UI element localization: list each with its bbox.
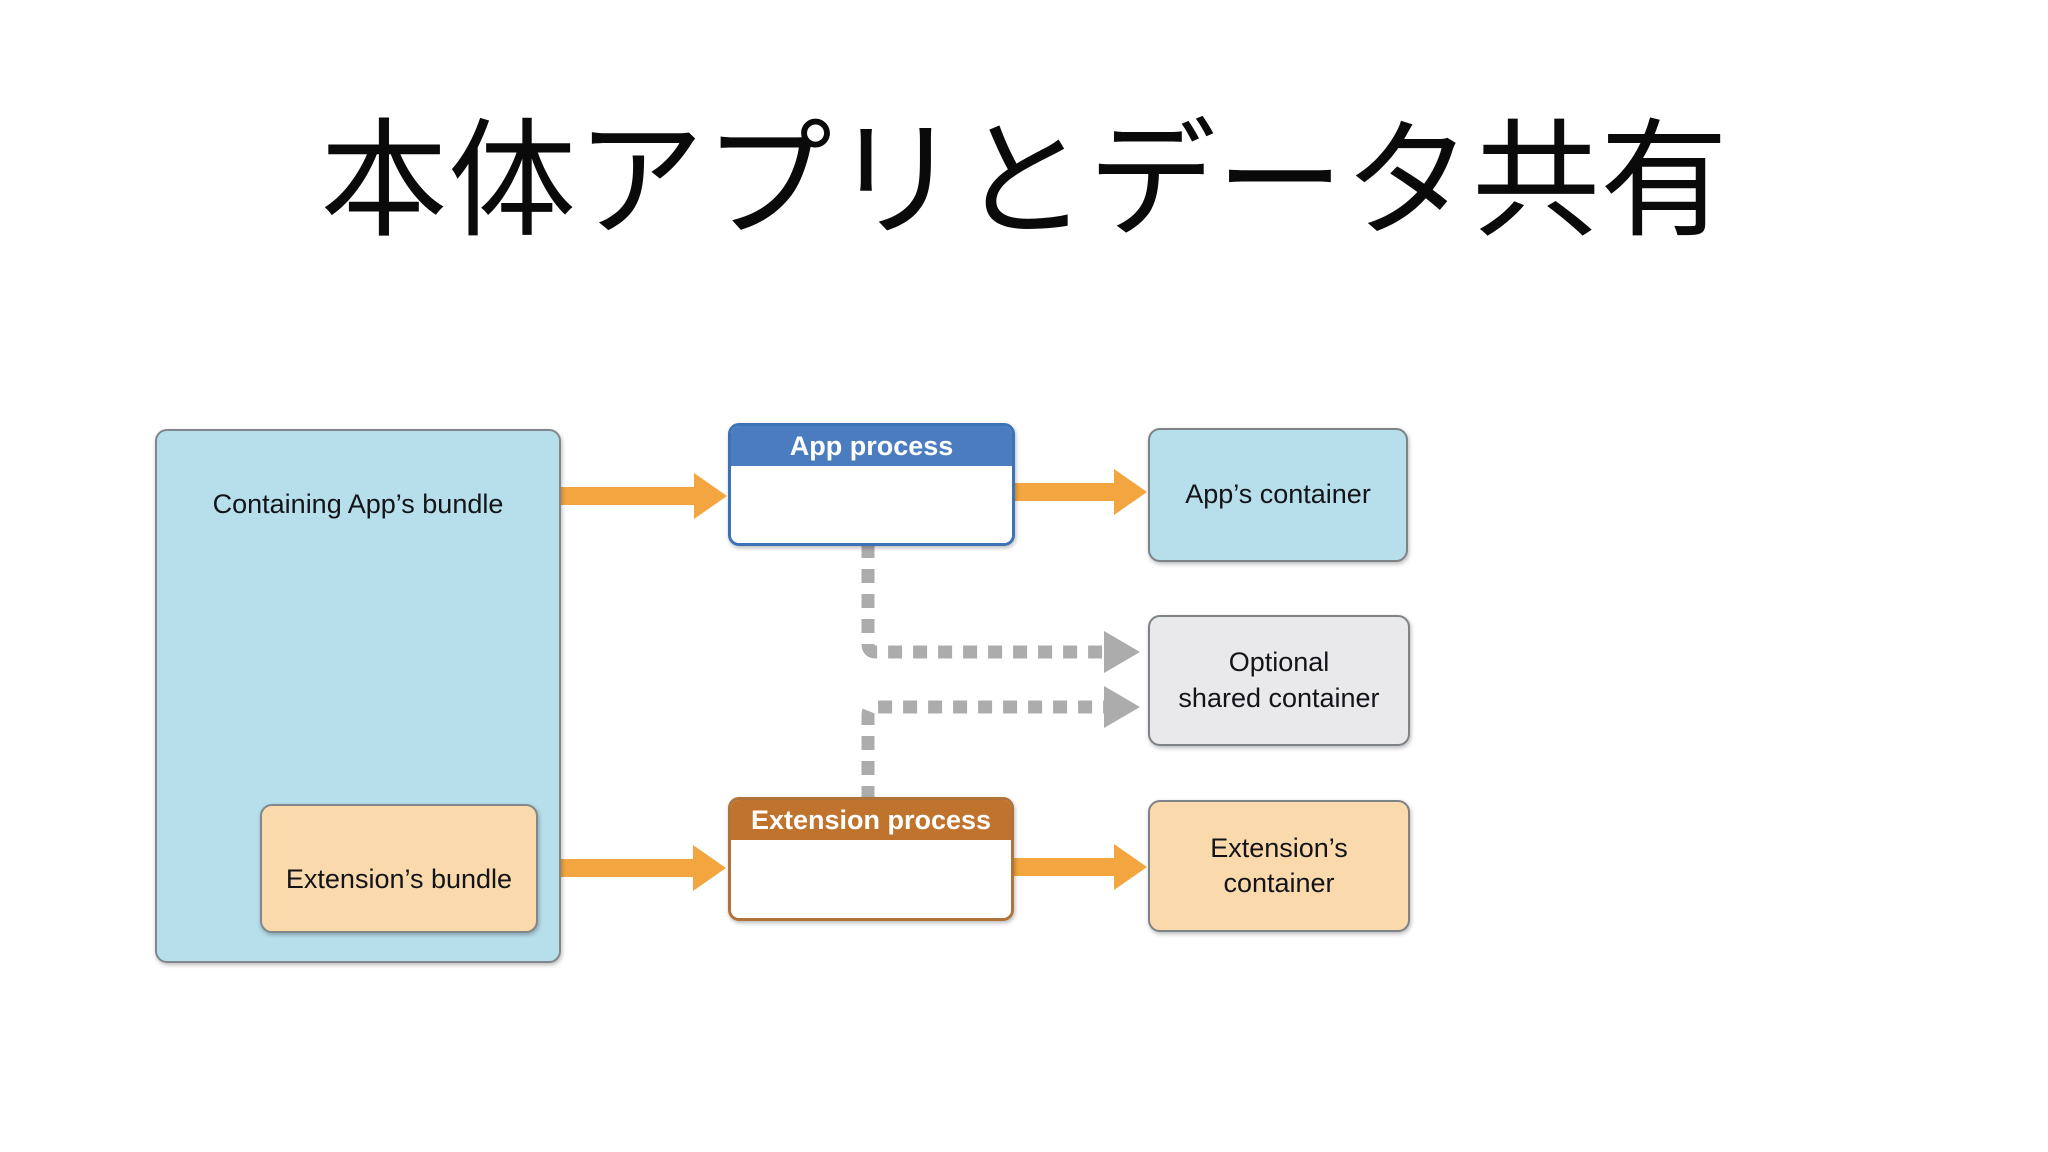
extensions-bundle-label: Extension’s bundle <box>285 864 513 894</box>
extension-process-body <box>731 840 1011 918</box>
app-process-header: App process <box>731 426 1012 466</box>
arrow-extension-process-to-extensions-container <box>1010 844 1147 890</box>
extensions-container-label: Extension’s container <box>1210 832 1348 898</box>
slide-title: 本体アプリとデータ共有 <box>319 110 1728 253</box>
extension-process-box: Extension process <box>728 797 1014 921</box>
extension-process-header: Extension process <box>731 800 1011 840</box>
apps-container-label: App’s container <box>1185 479 1371 510</box>
dashed-arrow-extension-process-to-shared-container <box>861 686 1140 800</box>
apps-container-box: App’s container <box>1148 428 1408 562</box>
arrow-extension-bundle-to-extension-process <box>534 845 726 891</box>
dashed-arrow-app-process-to-shared-container <box>861 544 1140 673</box>
optional-shared-container-label: Optional shared container <box>1178 647 1380 713</box>
optional-shared-container-box: Optional shared container <box>1148 615 1410 746</box>
containing-apps-bundle-label: Containing App’s bundle <box>212 489 504 519</box>
arrow-app-process-to-apps-container <box>1012 469 1147 515</box>
extensions-bundle-box: Extension’s bundle <box>260 804 538 933</box>
app-process-box: App process <box>728 423 1015 546</box>
extensions-container-box: Extension’s container <box>1148 800 1410 932</box>
arrow-bundle-to-app-process <box>558 473 727 519</box>
containing-apps-bundle-box: Containing App’s bundle Extension’s bund… <box>155 429 561 963</box>
app-process-body <box>731 466 1012 543</box>
